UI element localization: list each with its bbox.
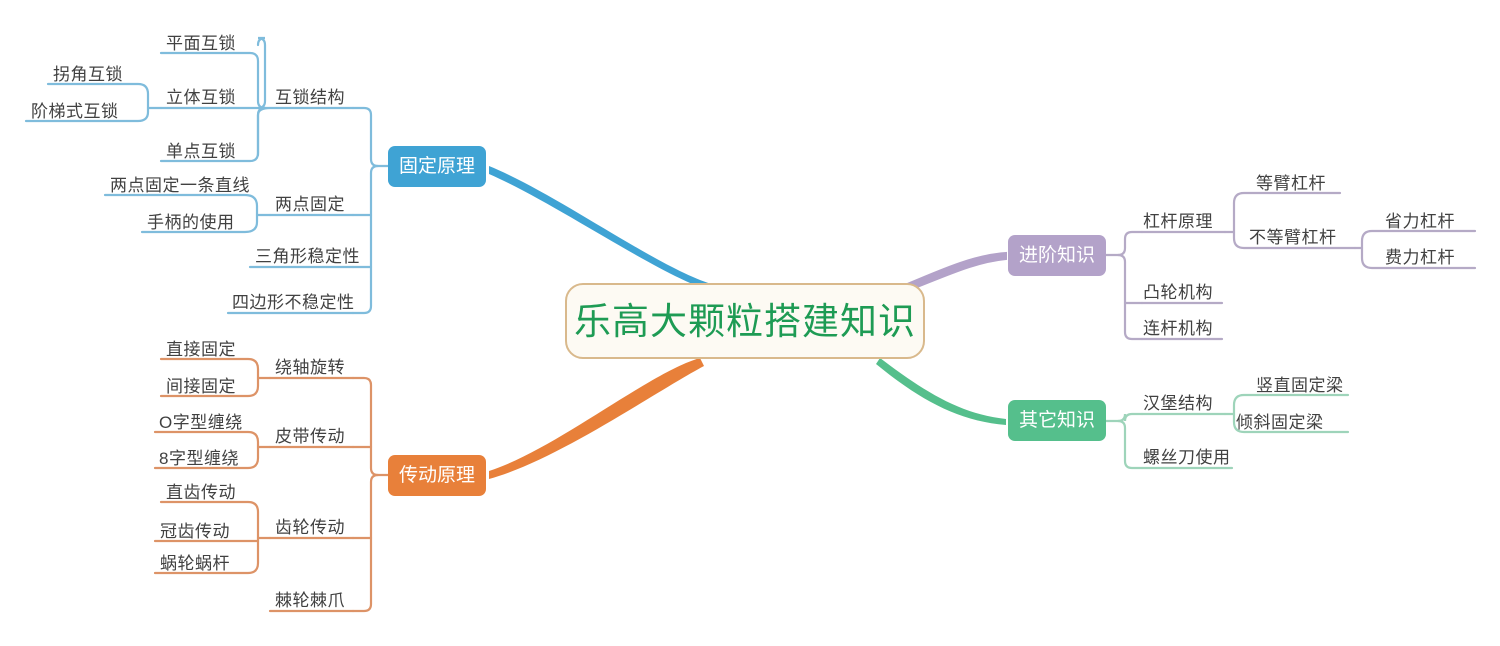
branch-node-advanced-knowledge[interactable]: 进阶知识 (1008, 235, 1106, 276)
link-trans-spine (351, 376, 390, 477)
node-figure-eight-wrap[interactable]: 8字型缠绕 (159, 448, 239, 468)
node-planar-interlock[interactable]: 平面互锁 (166, 33, 236, 53)
node-vertical-fixed-beam[interactable]: 竖直固定梁 (1256, 375, 1344, 395)
branch-label: 其它知识 (1018, 410, 1095, 431)
node-direct-fixing[interactable]: 直接固定 (166, 339, 236, 359)
node-quadrilateral-instability[interactable]: 四边形不稳定性 (232, 292, 355, 312)
branch-node-transmission-principle[interactable]: 传动原理 (388, 455, 486, 496)
branch-label: 传动原理 (398, 465, 475, 486)
node-linkage-mechanism[interactable]: 连杆机构 (1143, 318, 1213, 338)
node-screwdriver-usage[interactable]: 螺丝刀使用 (1143, 447, 1231, 467)
node-corner-interlock[interactable]: 拐角互锁 (53, 64, 123, 84)
link-other-spine-down (1116, 419, 1144, 470)
node-burger-structure[interactable]: 汉堡结构 (1143, 393, 1213, 413)
branch-label: 进阶知识 (1018, 245, 1095, 266)
link-root-to-other (876, 358, 1006, 425)
node-equal-arm-lever[interactable]: 等臂杠杆 (1256, 173, 1326, 193)
link-interlock-bracket (256, 36, 271, 157)
link-root-to-fixed (489, 166, 718, 293)
link-root-to-transmission (489, 358, 704, 479)
link-other-spine (1104, 412, 1144, 423)
branch-node-fixed-principle[interactable]: 固定原理 (388, 146, 486, 187)
node-single-point-interlock[interactable]: 单点互锁 (166, 141, 236, 161)
node-gear-drive[interactable]: 齿轮传动 (275, 517, 345, 537)
node-two-points-one-line[interactable]: 两点固定一条直线 (110, 175, 250, 195)
node-belt-drive[interactable]: 皮带传动 (275, 426, 345, 446)
root-label: 乐高大颗粒搭建知识 (574, 300, 916, 342)
link-adv-spine (1104, 230, 1144, 257)
node-effort-saving-lever[interactable]: 省力杠杆 (1385, 211, 1455, 231)
node-lever-principle[interactable]: 杠杆原理 (1143, 211, 1213, 231)
node-cam-mechanism[interactable]: 凸轮机构 (1143, 282, 1213, 302)
node-inclined-fixed-beam[interactable]: 倾斜固定梁 (1236, 412, 1324, 432)
node-stair-interlock[interactable]: 阶梯式互锁 (31, 101, 119, 121)
node-spur-gear-drive[interactable]: 直齿传动 (166, 482, 236, 502)
node-interlock-structure[interactable]: 互锁结构 (275, 87, 345, 107)
branch-node-other-knowledge[interactable]: 其它知识 (1008, 400, 1106, 441)
branch-label: 固定原理 (398, 156, 475, 177)
link-adv-spine-down (1116, 253, 1144, 341)
node-worm-gear[interactable]: 蜗轮蜗杆 (160, 553, 230, 573)
node-axis-rotation[interactable]: 绕轴旋转 (275, 357, 345, 377)
node-handle-usage[interactable]: 手柄的使用 (147, 212, 235, 232)
link-fixed-spine (351, 106, 390, 168)
link-trans-spine-down (351, 473, 380, 613)
link-belt-children-a (153, 430, 272, 449)
link-fixed-spine-down (351, 164, 380, 315)
node-effort-costing-lever[interactable]: 费力杠杆 (1385, 247, 1455, 267)
node-ratchet-pawl[interactable]: 棘轮棘爪 (275, 590, 345, 610)
node-triangle-stability[interactable]: 三角形稳定性 (255, 246, 360, 266)
node-crown-gear-drive[interactable]: 冠齿传动 (160, 521, 230, 541)
link-root-to-advanced (905, 253, 1006, 291)
node-two-point-fixing[interactable]: 两点固定 (275, 194, 345, 214)
node-o-shape-wrap[interactable]: O字型缠绕 (159, 412, 243, 432)
root-node[interactable]: 乐高大颗粒搭建知识 (565, 283, 925, 359)
link-root-to-advanced-tail (903, 251, 1007, 293)
node-indirect-fixing[interactable]: 间接固定 (166, 376, 236, 396)
node-solid-interlock[interactable]: 立体互锁 (166, 87, 236, 107)
node-unequal-arm-lever[interactable]: 不等臂杠杆 (1249, 227, 1337, 247)
